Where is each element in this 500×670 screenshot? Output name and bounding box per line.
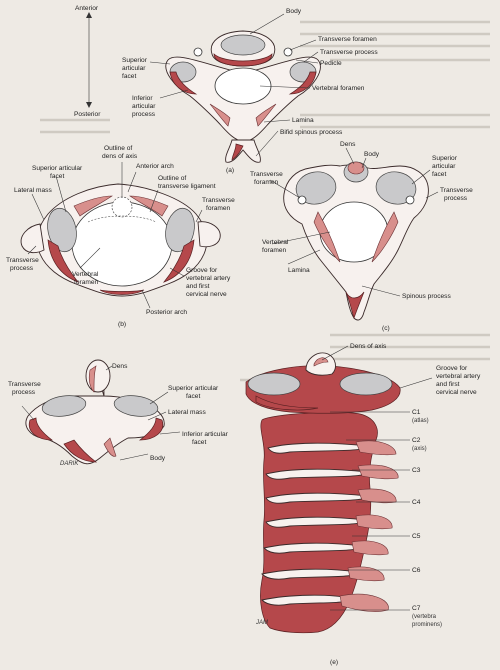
label-c3: C3 — [412, 467, 421, 474]
label-d-inferior-articular-facet-1: Inferior articular — [182, 431, 229, 438]
label-d-superior-articular-facet-1: Superior articular — [168, 385, 219, 392]
label-inferior-articular-process-3: process — [132, 111, 156, 118]
label-d-inferior-articular-facet-2: facet — [192, 439, 206, 446]
label-c5: C5 — [412, 533, 421, 540]
label-e-groove-1: Groove for — [436, 365, 468, 372]
label-posterior: Posterior — [74, 111, 101, 118]
label-b-transverse-process-2: process — [10, 265, 34, 272]
label-c-transverse-foramen-2: foramen — [254, 179, 279, 186]
label-c-spinous-process: Spinous process — [402, 293, 451, 300]
label-c7-sub-2: prominens) — [412, 622, 442, 628]
labels-figure-b: Outline of dens of axis Anterior arch Ou… — [6, 145, 235, 328]
label-c4: C4 — [412, 499, 421, 506]
label-b-groove-2: vertebral artery — [186, 275, 231, 282]
label-d-body: Body — [150, 455, 166, 462]
figure-a-typical-cervical-vertebra — [86, 12, 321, 163]
label-outline-ligament-1: Outline of — [158, 175, 186, 182]
vertebra-bands — [261, 442, 369, 606]
label-c6: C6 — [412, 567, 421, 574]
figure-d-axis-anterior — [21, 359, 181, 465]
label-c2-sub: (axis) — [412, 446, 427, 452]
label-c-transverse-foramen-1: Transverse — [250, 171, 283, 178]
label-d-superior-articular-facet-2: facet — [186, 393, 200, 400]
label-anterior-arch: Anterior arch — [136, 163, 174, 170]
label-b-vertebral-foramen-1: Vertebral — [72, 271, 99, 278]
signature-darik: DARIK — [60, 461, 79, 467]
label-d-dens: Dens — [112, 363, 128, 370]
label-anterior: Anterior — [75, 5, 99, 12]
label-c-vertebral-foramen-2: foramen — [262, 247, 287, 254]
label-b-vertebral-foramen-2: foramen — [74, 279, 99, 286]
label-b-groove-3: and first — [186, 283, 210, 290]
label-c-superior-articular-facet-3: facet — [432, 171, 446, 178]
label-c-superior-articular-facet-2: articular — [432, 163, 456, 170]
label-transverse-foramen: Transverse foramen — [318, 36, 377, 43]
label-c7: C7 — [412, 605, 421, 612]
label-c-transverse-process-1: Transverse — [440, 187, 473, 194]
label-b-groove-4: cervical nerve — [186, 291, 227, 298]
label-bifid-spinous-process: Bifid spinous process — [280, 129, 343, 136]
label-transverse-process: Transverse process — [320, 49, 378, 56]
panel-label-a: (a) — [226, 167, 234, 174]
label-c-vertebral-foramen-1: Vertebral — [262, 239, 289, 246]
label-posterior-arch: Posterior arch — [146, 309, 187, 316]
panel-label-e: (e) — [330, 659, 338, 666]
label-b-superior-articular-facet-1: Superior articular — [32, 165, 83, 172]
labels-figure-d: Dens Transverse process Superior articul… — [8, 363, 229, 467]
label-superior-articular-facet-1: Superior — [122, 57, 148, 64]
label-c-transverse-process-2: process — [444, 195, 468, 202]
label-outline-dens-1: Outline of — [104, 145, 132, 152]
label-outline-dens-2: dens of axis — [102, 153, 138, 160]
label-outline-ligament-2: transverse ligament — [158, 183, 216, 190]
label-d-transverse-process-1: Transverse — [8, 381, 41, 388]
label-inferior-articular-process-2: articular — [132, 103, 156, 110]
label-superior-articular-facet-2: articular — [122, 65, 146, 72]
label-b-transverse-foramen-2: foramen — [206, 205, 231, 212]
label-d-transverse-process-2: process — [12, 389, 36, 396]
label-c-lamina: Lamina — [288, 267, 310, 274]
panel-label-b: (b) — [118, 321, 126, 328]
label-body: Body — [286, 8, 302, 15]
label-c-superior-articular-facet-1: Superior — [432, 155, 458, 162]
labels-figure-a: Anterior Posterior Body Transverse foram… — [74, 5, 378, 174]
label-c-dens: Dens — [340, 141, 356, 148]
label-b-groove-1: Groove for — [186, 267, 218, 274]
label-c-body: Body — [364, 151, 380, 158]
label-c1: C1 — [412, 409, 421, 416]
figure-e-cervical-column-posterolateral — [245, 345, 433, 634]
label-lateral-mass: Lateral mass — [14, 187, 52, 194]
label-pedicle: Pedicle — [320, 60, 342, 67]
labels-figure-e: Dens of axis Groove for vertebral artery… — [255, 343, 481, 666]
label-c1-sub: (atlas) — [412, 418, 429, 424]
label-e-groove-2: vertebral artery — [436, 373, 481, 380]
label-e-dens-of-axis: Dens of axis — [350, 343, 387, 350]
label-b-transverse-process-1: Transverse — [6, 257, 39, 264]
label-lamina: Lamina — [292, 117, 314, 124]
label-c7-sub-1: (vertebra — [412, 614, 437, 620]
label-e-groove-4: cervical nerve — [436, 389, 477, 396]
label-e-groove-3: and first — [436, 381, 460, 388]
label-c2: C2 — [412, 437, 421, 444]
label-b-superior-articular-facet-2: facet — [50, 173, 64, 180]
labels-figure-c: Dens Body Superior articular facet Trans… — [250, 141, 473, 332]
label-inferior-articular-process-1: Inferior — [132, 95, 153, 102]
label-d-lateral-mass: Lateral mass — [168, 409, 206, 416]
label-superior-articular-facet-3: facet — [122, 73, 136, 80]
label-vertebral-foramen: Vertebral foramen — [312, 85, 365, 92]
figure-c-axis-superior — [269, 147, 439, 321]
panel-label-c: (c) — [382, 325, 390, 332]
figure-b-atlas-superior — [20, 162, 221, 309]
label-b-transverse-foramen-1: Transverse — [202, 197, 235, 204]
signature-jam: JAM — [255, 620, 268, 626]
